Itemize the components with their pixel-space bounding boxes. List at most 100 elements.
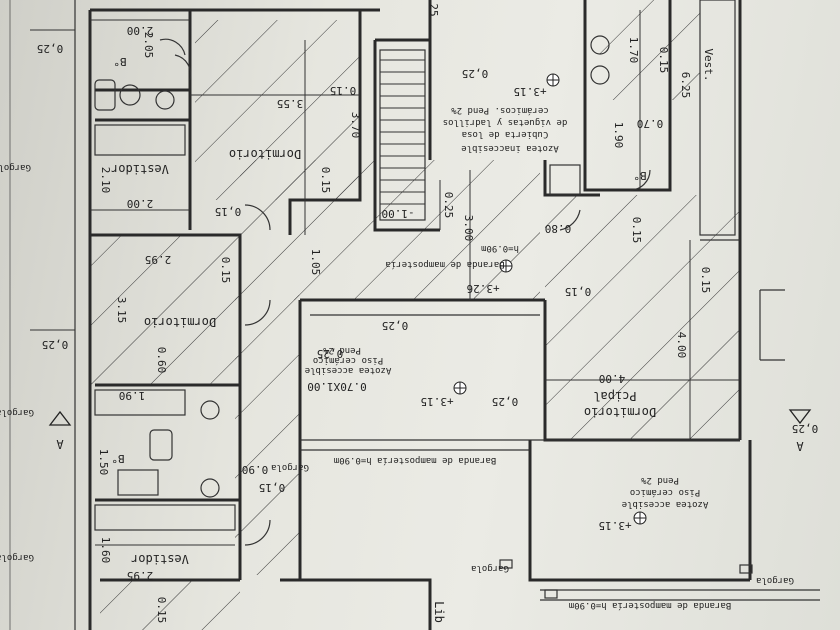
room-label-bano-1: B° xyxy=(113,55,126,68)
dim-6-25: 6.25 xyxy=(679,72,692,99)
sink-2 xyxy=(200,400,220,420)
room-label-bano-2: B° xyxy=(111,452,124,465)
dim-0-15-e: 0,15 xyxy=(259,481,286,494)
dim-1-05: 1.05 xyxy=(309,249,322,276)
stair xyxy=(379,49,426,221)
dim-1-90: 1.90 xyxy=(119,389,146,402)
note-gargola-5: Gargola xyxy=(0,407,34,417)
room-label-pcipal: Pcipal xyxy=(593,389,636,403)
dim-0-15-f: 0.15 xyxy=(155,597,168,624)
note-cubierta-line4: Azotea inaccesible xyxy=(461,143,559,153)
dim-0-15-c: 0,15 xyxy=(215,205,242,218)
note-cubierta-line2: de viguetas y ladrillos xyxy=(443,117,568,127)
dim-0-25-left: 0,25 xyxy=(42,338,69,351)
hatched-floor-areas xyxy=(90,0,740,630)
gargola-markers xyxy=(499,559,753,599)
section-label-left: A xyxy=(56,437,64,451)
room-label-vest: Vest. xyxy=(702,48,715,81)
note-gargola-2: Gargola xyxy=(471,563,509,573)
dim-0-25-d: 0,25 xyxy=(492,395,519,408)
room-label-vestidor-1: Vestidor xyxy=(111,162,169,176)
dim-0-60: 0.60 xyxy=(155,347,168,374)
room-label-vestidor-2: Vestidor xyxy=(131,552,189,566)
dim-2-00-top: 2.00 xyxy=(127,24,154,37)
dim-1-90-b: 1.90 xyxy=(612,122,625,149)
level-markers xyxy=(453,73,647,525)
dim-2-00-mid: 2.00 xyxy=(127,197,154,210)
section-label-right: A xyxy=(796,439,804,453)
note-baranda-2: Baranda de mampostería h=0.90m xyxy=(334,455,497,465)
note-azotea1-line2: Piso cerámico xyxy=(313,355,383,365)
dim-0-25-right: 0,25 xyxy=(792,422,819,435)
room-label-lib: Lib xyxy=(432,601,446,623)
dim-1-70: 1.70 xyxy=(627,37,640,64)
note-gargola-6: Gargola xyxy=(0,162,31,172)
sanitary-fixtures xyxy=(94,35,610,498)
note-baranda-1b: h=0.90m xyxy=(481,243,519,253)
level-1: +3.15 xyxy=(513,85,546,98)
note-cubierta-line3: cerámicos. Pend 2% xyxy=(451,105,549,115)
interior-lines xyxy=(300,239,820,601)
note-azotea2-line1: Azotea accesible xyxy=(622,499,709,509)
dim-0-90: 0.90 xyxy=(242,463,269,476)
dim-0-15-b: 0.15 xyxy=(319,167,332,194)
section-markers xyxy=(48,409,812,426)
note-azotea1-line1: Azotea accesible xyxy=(305,365,392,375)
toilet-1 xyxy=(119,84,141,106)
note-baranda-3: Baranda de mampostería h=0.90m xyxy=(569,600,732,610)
level-3: +3.15 xyxy=(420,395,453,408)
dim-2-95-a: 2.95 xyxy=(145,253,172,266)
dim-3-00: 3.00 xyxy=(462,215,475,242)
sink-4 xyxy=(590,35,610,55)
dim-0-15-g: 0,15 xyxy=(565,285,592,298)
dim-0-25-c: 0,25 xyxy=(317,347,344,360)
note-azotea1-line3: Pend 2% xyxy=(322,345,361,355)
bathtub-1 xyxy=(94,79,116,111)
bathtub-2 xyxy=(117,469,159,496)
dim-0-25-b: 0,25 xyxy=(382,319,409,332)
level-5: -1.00 xyxy=(381,207,414,220)
note-azotea2-line2: Piso cerámico xyxy=(630,487,700,497)
room-label-bano-3: B° xyxy=(633,169,646,182)
level-2: +3.26 xyxy=(466,282,499,295)
sheet-frame xyxy=(9,0,76,630)
dim-4-00-b: 4.00 xyxy=(599,372,626,385)
dim-0-70: 0.70 xyxy=(637,117,664,130)
note-gargola-4: Gargola xyxy=(0,552,34,562)
room-label-dormitorio-ppal: Dormitorio xyxy=(584,405,656,419)
toilet-2 xyxy=(590,65,610,85)
note-gargola-1: Gargola xyxy=(271,462,309,472)
dim-0-25-top-left: 0,25 xyxy=(37,42,64,55)
toilet-3 xyxy=(149,429,173,461)
dim-2-05: 2.05 xyxy=(142,32,155,59)
dim-1-60: 1.60 xyxy=(99,537,112,564)
dim-3-55: 3.55 xyxy=(277,97,304,110)
note-cubierta-line1: Cubierta de losa xyxy=(462,129,549,139)
dim-4-00-a: 4.00 xyxy=(675,332,688,359)
dim-25-top: 25 xyxy=(427,3,440,16)
dim-3-15: 3.15 xyxy=(115,297,128,324)
dimension-lines xyxy=(30,10,740,546)
dim-0-80: 0.80 xyxy=(545,222,572,235)
sink-1 xyxy=(155,90,175,110)
note-gargola-3: Gargola xyxy=(756,575,794,585)
dim-0-15-i: 0.15 xyxy=(630,217,643,244)
dim-0-15-h: 0.15 xyxy=(657,47,670,74)
dim-3-70: 3.70 xyxy=(349,112,362,139)
dim-0-15-j: 0.15 xyxy=(699,267,712,294)
dim-0-25-a: 0,25 xyxy=(462,67,489,80)
dim-0-70x1-00: 0.70X1.00 xyxy=(307,380,367,393)
note-azotea2-line3: Pend 2% xyxy=(640,475,679,485)
room-label-dormitorio-2: Dormitorio xyxy=(144,315,216,329)
dim-1-50: 1.50 xyxy=(97,449,110,476)
room-label-dormitorio-1: Dormitorio xyxy=(229,147,301,161)
dim-0-25-e: 0.25 xyxy=(442,192,455,219)
dim-2-10: 2.10 xyxy=(99,167,112,194)
dim-0-15-a: 0.15 xyxy=(330,84,357,97)
level-4: +3.15 xyxy=(598,519,631,532)
dim-2-95-b: 2.95 xyxy=(127,569,154,582)
closet-shelves xyxy=(94,0,736,531)
door-swings xyxy=(159,38,651,546)
